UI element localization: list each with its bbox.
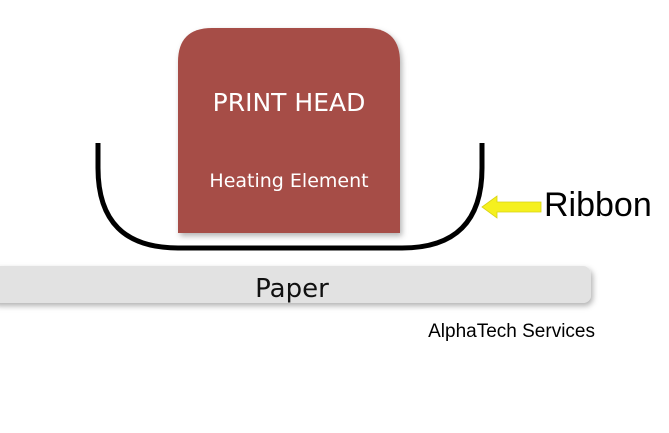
print-head-title: PRINT HEAD (213, 88, 366, 117)
paper-bar (0, 266, 591, 303)
print-head: PRINT HEAD Heating Element (178, 28, 400, 233)
paper: Paper (0, 266, 591, 304)
credit-text: AlphaTech Services (428, 321, 595, 342)
paper-label: Paper (255, 274, 329, 304)
ribbon-label: Ribbon (544, 186, 652, 224)
heating-element-label: Heating Element (209, 170, 368, 192)
ribbon-curve (95, 143, 485, 251)
print-head-block (178, 28, 400, 233)
yellow-left-arrow-icon (481, 195, 542, 219)
